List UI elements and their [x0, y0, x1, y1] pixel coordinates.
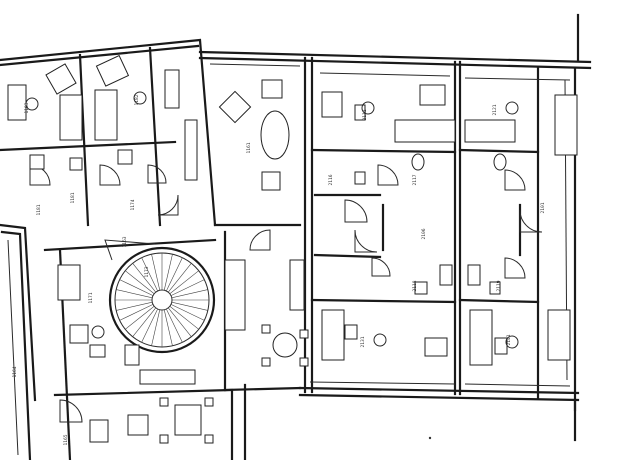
stair-tread: [141, 257, 158, 292]
stair-tread: [166, 257, 183, 292]
stair-tread: [168, 307, 192, 337]
room-number-label: 1165: [63, 434, 69, 445]
stair-tread: [168, 263, 192, 293]
stair-tread: [151, 254, 161, 291]
stair-tread: [125, 306, 155, 330]
room-number-label: 2116: [328, 174, 334, 185]
spiral-staircase: [104, 239, 216, 354]
room-number-label: 2141: [506, 334, 512, 345]
stair-tread: [163, 309, 173, 346]
stair-tread: [116, 289, 153, 299]
stair-tread: [171, 301, 208, 311]
furniture: [7, 54, 578, 444]
door-swings: [29, 164, 543, 423]
building-walls: [0, 13, 592, 460]
stair-tread: [116, 301, 153, 311]
room-number-label: 1173: [144, 266, 150, 277]
stair-tread: [132, 307, 156, 337]
stair-tread: [163, 254, 173, 291]
room-number-label: 1171: [88, 292, 94, 303]
stair-tread: [171, 289, 208, 299]
stair-tread: [170, 304, 205, 321]
room-number-label: 1164: [12, 366, 18, 377]
grid-markers: [25, 91, 519, 440]
stair-tread: [119, 279, 154, 296]
room-number-label: 2119: [496, 280, 502, 291]
room-number-label: 2111: [362, 109, 368, 120]
room-number-label: 1182: [134, 94, 140, 105]
room-labels: 1183118211811181117411711173116411631161…: [12, 94, 546, 445]
stair-tread: [169, 306, 199, 330]
stair-tread: [119, 304, 154, 321]
room-number-label: 2131: [360, 336, 366, 347]
stair-tread: [125, 270, 155, 294]
room-number-label: 1181: [36, 204, 42, 215]
room-number-label: 2117: [412, 174, 418, 185]
stair-tread: [170, 279, 205, 296]
room-number-label: 1163: [122, 236, 128, 247]
stair-tread: [132, 263, 156, 293]
stair-tread: [151, 309, 161, 346]
room-number-label: 2118: [412, 280, 418, 291]
room-number-label: 2106: [421, 228, 427, 239]
room-number-label: 1181: [70, 192, 76, 203]
room-number-label: 2101: [540, 202, 546, 213]
room-number-label: 1161: [246, 142, 252, 153]
stair-tread: [166, 308, 183, 343]
stair-tread: [169, 270, 199, 294]
room-number-label: 1174: [130, 199, 136, 210]
stair-tread: [141, 308, 158, 343]
room-number-label: 2121: [492, 104, 498, 115]
